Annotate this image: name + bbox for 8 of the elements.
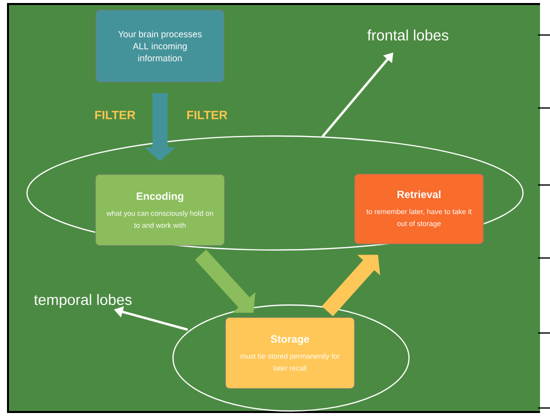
input-box: Your brain processes ALL incoming information [96, 10, 224, 82]
region-label: temporal lobes [34, 294, 132, 308]
outline-ellipse [172, 304, 410, 412]
region-label: frontal lobes [367, 30, 448, 40]
filter-label: FILTER [187, 110, 228, 120]
filter-label: FILTER [95, 110, 136, 120]
arrow [322, 52, 394, 138]
arrow [195, 250, 256, 313]
